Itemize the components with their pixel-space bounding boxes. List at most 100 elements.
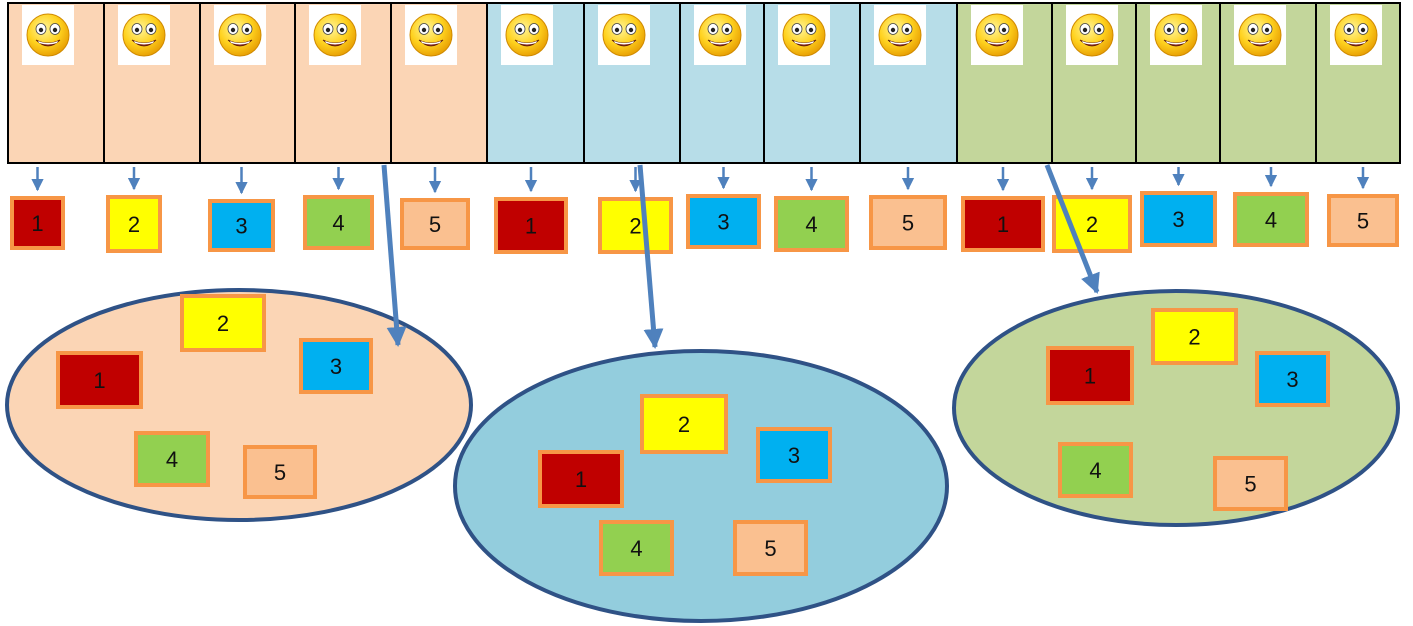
person-cell — [486, 2, 585, 164]
number-box-4: 4 — [774, 196, 849, 252]
smiley-face-icon — [694, 5, 746, 65]
grouping-arrow — [1044, 164, 1100, 294]
person-cell — [390, 2, 488, 164]
person-cell — [1051, 2, 1137, 164]
pool-box-4-fill — [599, 520, 674, 576]
pool-box-4-number: 4 — [1089, 458, 1101, 483]
pool-box-5-number: 5 — [1244, 472, 1256, 497]
number-box-1-number: 1 — [31, 211, 43, 236]
number-box-3-fill — [686, 194, 761, 249]
number-box-2-number: 2 — [128, 212, 140, 237]
number-box-2-number: 2 — [629, 214, 641, 239]
number-box-2: 2 — [106, 195, 162, 253]
number-box-1-fill — [494, 197, 568, 254]
number-box-5-number: 5 — [1357, 209, 1369, 234]
number-box-4: 4 — [303, 195, 374, 250]
pool-box-3-number: 3 — [788, 443, 800, 468]
person-cell — [7, 2, 105, 164]
number-box-3: 3 — [1140, 191, 1217, 247]
number-box-1-number: 1 — [525, 214, 537, 239]
number-box-4-number: 4 — [1265, 208, 1277, 233]
person-cell — [763, 2, 861, 164]
smiley-face-icon — [971, 5, 1023, 65]
person-cell — [679, 2, 765, 164]
pool-box-5-number: 5 — [274, 460, 286, 485]
number-box-1: 1 — [494, 197, 568, 254]
pool-box-2: 2 — [180, 294, 266, 352]
smiley-face-icon — [598, 5, 650, 65]
grouping-arrow — [381, 164, 407, 347]
number-box-5-fill — [1327, 194, 1399, 247]
pool-box-3-number: 3 — [330, 354, 342, 379]
number-box-1: 1 — [10, 196, 65, 250]
person-cell — [199, 2, 296, 164]
number-box-5: 5 — [1327, 194, 1399, 247]
person-cell — [103, 2, 201, 164]
number-box-4-fill — [303, 195, 374, 250]
number-box-3: 3 — [208, 199, 275, 252]
pool-box-1: 1 — [538, 450, 624, 508]
pool-box-1-number: 1 — [1084, 364, 1096, 389]
smiley-face-icon — [1330, 5, 1382, 65]
number-box-4: 4 — [1233, 192, 1309, 247]
pool-box-2-fill — [640, 394, 728, 454]
pool-box-2-number: 2 — [1188, 325, 1200, 350]
smiley-face-icon — [778, 5, 830, 65]
person-cell — [956, 2, 1053, 164]
number-box-5-fill — [400, 198, 470, 250]
pool-box-4-number: 4 — [630, 536, 642, 561]
pool-box-4: 4 — [599, 520, 674, 576]
group-pool-2: 2 3 1 4 5 — [453, 349, 949, 623]
group-pool-1: 2 3 1 4 5 — [5, 288, 473, 522]
number-box-5: 5 — [400, 198, 470, 250]
number-box-2-number: 2 — [1086, 212, 1098, 237]
pool-box-5: 5 — [1213, 456, 1288, 511]
pool-box-1-fill — [56, 351, 143, 409]
person-cell — [1219, 2, 1317, 164]
number-box-1-fill — [961, 196, 1045, 252]
number-box-2-fill — [1052, 195, 1132, 253]
number-box-2: 2 — [598, 197, 673, 254]
smiley-face-icon — [405, 5, 457, 65]
number-box-3-number: 3 — [1172, 207, 1184, 232]
number-box-1: 1 — [961, 196, 1045, 252]
number-box-5-number: 5 — [429, 212, 441, 237]
number-box-3-fill — [1140, 191, 1217, 247]
number-box-3: 3 — [686, 194, 761, 249]
number-box-2: 2 — [1052, 195, 1132, 253]
smiley-face-icon — [309, 5, 361, 65]
smiley-face-icon — [501, 5, 553, 65]
pool-box-5-number: 5 — [764, 536, 776, 561]
pool-box-2-number: 2 — [678, 412, 690, 437]
pool-box-1: 1 — [56, 351, 143, 409]
person-cell — [294, 2, 392, 164]
pool-box-5: 5 — [243, 445, 317, 499]
number-box-5-fill — [869, 195, 947, 250]
number-box-3-fill — [208, 199, 275, 252]
pool-box-4-number: 4 — [166, 447, 178, 472]
number-box-1-number: 1 — [997, 212, 1009, 237]
pool-box-3: 3 — [299, 338, 373, 394]
smiley-face-icon — [214, 5, 266, 65]
pool-box-2: 2 — [640, 394, 728, 454]
pool-box-3-fill — [299, 338, 373, 394]
group-pool-ellipse — [453, 349, 949, 623]
pool-box-2-number: 2 — [217, 311, 229, 336]
person-cell — [1135, 2, 1221, 164]
pool-box-1-number: 1 — [575, 467, 587, 492]
pool-box-2-fill — [180, 294, 266, 352]
number-box-4-number: 4 — [332, 211, 344, 236]
pool-box-1-number: 1 — [93, 368, 105, 393]
number-box-4-number: 4 — [805, 212, 817, 237]
pool-box-5-fill — [733, 520, 808, 576]
pool-box-1: 1 — [1046, 346, 1134, 405]
pool-box-5-fill — [243, 445, 317, 499]
number-box-2-fill — [106, 195, 162, 253]
pool-box-2-fill — [1151, 308, 1238, 365]
pool-box-3: 3 — [756, 427, 832, 483]
smiley-face-icon — [874, 5, 926, 65]
number-box-3-number: 3 — [717, 210, 729, 235]
number-box-5: 5 — [869, 195, 947, 250]
